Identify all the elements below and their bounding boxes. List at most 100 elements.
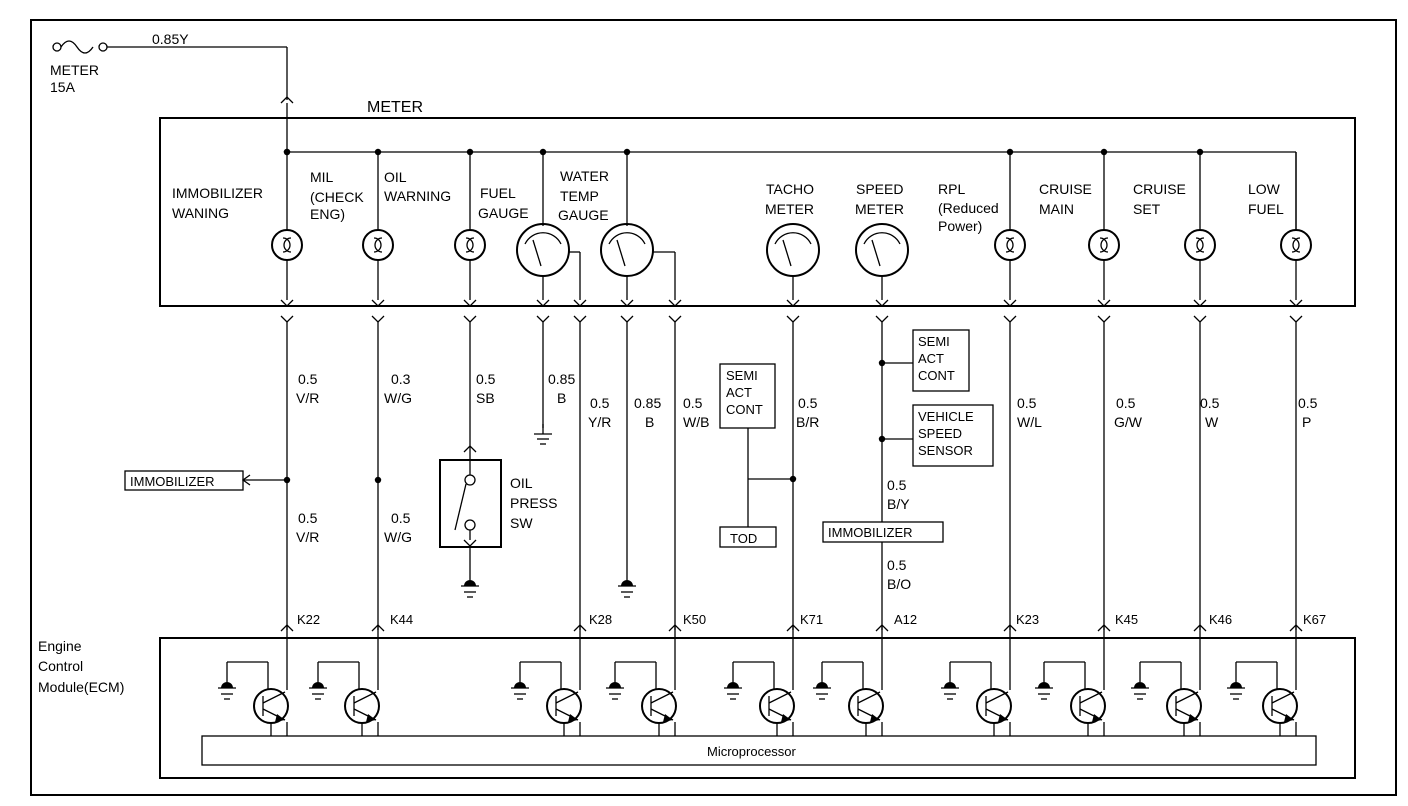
connector-mark bbox=[620, 299, 634, 307]
connector-mark bbox=[371, 299, 385, 307]
transistor-icon bbox=[606, 638, 677, 736]
connector-mark bbox=[620, 315, 634, 323]
fuel-ground-symbol bbox=[534, 424, 552, 445]
ecm-ground-symbol bbox=[813, 682, 831, 700]
oil-switch-ground bbox=[461, 580, 479, 598]
connector-mark bbox=[463, 315, 477, 323]
ecm-ground-symbol bbox=[724, 682, 742, 700]
connector-mark bbox=[1193, 299, 1207, 307]
oil-press-switch bbox=[439, 445, 502, 580]
pin-k71: K71 bbox=[800, 612, 823, 627]
junction-dot bbox=[1006, 148, 1014, 156]
immobilizer-speed-label: IMMOBILIZER bbox=[828, 525, 913, 540]
meter-title: METER bbox=[367, 99, 423, 116]
microprocessor-label: Microprocessor bbox=[707, 744, 797, 759]
connector-mark bbox=[875, 299, 889, 307]
ecm-ground-symbol bbox=[1227, 682, 1245, 700]
connector-mark bbox=[1003, 315, 1017, 323]
transistor-icon bbox=[724, 638, 795, 736]
connector-mark bbox=[668, 299, 682, 307]
connector-mark bbox=[536, 299, 550, 307]
connector-mark bbox=[1003, 299, 1017, 307]
connector-mark bbox=[1289, 315, 1303, 323]
transistor-icon bbox=[1227, 638, 1298, 736]
ecm-ground-symbol bbox=[1035, 682, 1053, 700]
pin-k45: K45 bbox=[1115, 612, 1138, 627]
connector-mark bbox=[573, 299, 587, 307]
fuse-name: METER bbox=[50, 62, 99, 78]
ecm-ground-symbol bbox=[309, 682, 327, 700]
connector-mark bbox=[1097, 299, 1111, 307]
connector-mark bbox=[280, 315, 294, 323]
transistor-icon bbox=[1131, 638, 1202, 736]
pin-k67: K67 bbox=[1303, 612, 1326, 627]
pin-k44: K44 bbox=[390, 612, 413, 627]
immobilizer-speed-box bbox=[822, 521, 944, 543]
semi-act-speed-box bbox=[912, 329, 970, 392]
tod-box bbox=[719, 526, 777, 548]
ecm-ground-symbol bbox=[511, 682, 529, 700]
microprocessor-box bbox=[201, 735, 1317, 766]
transistor-icon bbox=[1035, 638, 1106, 736]
pin-k22: K22 bbox=[297, 612, 320, 627]
pin-a12: A12 bbox=[894, 612, 917, 627]
connector-mark bbox=[668, 315, 682, 323]
transistor-icon bbox=[218, 638, 289, 736]
tacho-meter-icon bbox=[766, 223, 820, 307]
cruise-set-lamp-icon bbox=[1184, 152, 1216, 307]
connector-mark bbox=[1097, 315, 1111, 323]
connector-mark bbox=[371, 315, 385, 323]
connector-mark bbox=[875, 315, 889, 323]
pin-k23: K23 bbox=[1016, 612, 1039, 627]
connector-mark bbox=[1193, 315, 1207, 323]
fuse-wire-label: 0.85Y bbox=[152, 31, 189, 47]
fuel-gauge-icon bbox=[516, 152, 587, 307]
rpl-lamp-icon bbox=[994, 152, 1026, 307]
tod-label: TOD bbox=[730, 531, 757, 546]
immobilizer-lamp-icon bbox=[271, 152, 303, 307]
connector-mark bbox=[573, 315, 587, 323]
transistor-icon bbox=[511, 638, 582, 736]
transistor-icon bbox=[941, 638, 1012, 736]
junction-dot bbox=[539, 148, 547, 156]
transistor-icon bbox=[813, 638, 884, 736]
low-fuel-lamp-icon bbox=[1280, 152, 1312, 307]
junction-dot bbox=[283, 148, 291, 156]
pin-k46: K46 bbox=[1209, 612, 1232, 627]
meter-box bbox=[159, 117, 1356, 307]
connector-mark bbox=[786, 299, 800, 307]
ecm-ground-symbol bbox=[606, 682, 624, 700]
oil-warning-lamp-icon bbox=[454, 152, 486, 307]
ecm-ground-symbol bbox=[218, 682, 236, 700]
junction-dot bbox=[623, 148, 631, 156]
meter-fuse bbox=[52, 40, 294, 104]
junction-dot bbox=[466, 148, 474, 156]
connector-mark bbox=[280, 299, 294, 307]
connector-mark bbox=[1289, 299, 1303, 307]
